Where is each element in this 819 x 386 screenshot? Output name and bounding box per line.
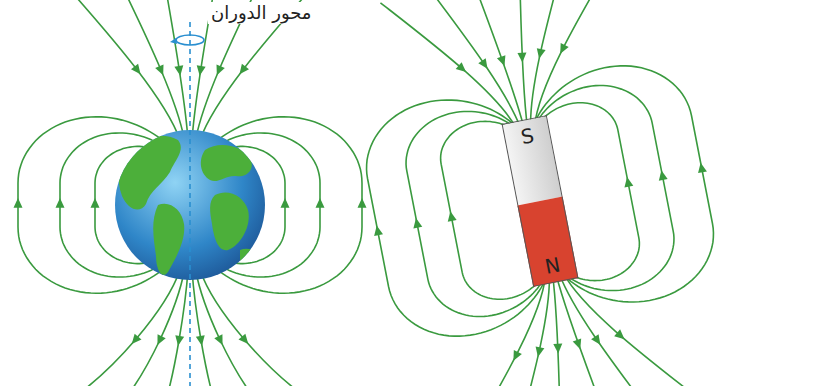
field-arrowhead <box>558 42 569 54</box>
field-line <box>166 270 188 386</box>
rotation-axis <box>189 22 191 386</box>
field-arrowhead <box>239 334 249 344</box>
field-arrowhead <box>155 64 163 75</box>
magnet-field-lines <box>331 0 750 386</box>
field-arrowhead <box>132 334 142 344</box>
continent <box>210 192 249 250</box>
field-arrowhead <box>657 169 668 180</box>
field-arrowhead <box>239 64 249 75</box>
field-line <box>166 0 188 140</box>
field-line <box>432 0 521 140</box>
field-line <box>196 270 257 386</box>
field-line <box>559 262 648 386</box>
continent <box>119 136 181 210</box>
field-arrowhead <box>197 65 206 75</box>
field-arrowhead <box>623 176 634 187</box>
field-line <box>474 0 524 132</box>
field-arrowhead <box>517 51 528 63</box>
field-arrowhead <box>372 225 383 236</box>
field-arrowhead <box>174 65 183 75</box>
magnet-north-pole: N <box>517 197 578 287</box>
field-arrowhead <box>316 198 325 208</box>
field-arrowhead <box>217 64 225 75</box>
field-line <box>192 270 214 386</box>
pole-letter: N <box>543 255 562 277</box>
field-arrowhead <box>455 62 466 74</box>
field-arrowhead <box>537 47 547 59</box>
field-line <box>70 270 180 386</box>
field-arrowhead <box>175 335 184 345</box>
field-arrowhead <box>696 162 707 173</box>
continent <box>240 249 258 268</box>
axis-label: محور الدوران <box>208 2 315 24</box>
field-arrowhead <box>157 334 165 345</box>
field-arrowhead <box>358 198 367 208</box>
field-arrowhead <box>590 334 600 346</box>
field-arrowhead <box>536 345 546 357</box>
field-line <box>124 0 185 140</box>
field-arrowhead <box>497 55 508 67</box>
field-line <box>502 0 591 126</box>
field-arrowhead <box>91 198 100 208</box>
field-arrowhead <box>412 217 423 228</box>
earth-continents <box>119 136 259 275</box>
pole-letter: S <box>519 125 535 147</box>
field-arrowhead <box>196 335 205 345</box>
field-arrowhead <box>214 334 222 345</box>
field-line <box>380 0 516 150</box>
field-arrowhead <box>613 329 624 341</box>
field-arrowhead <box>478 58 488 70</box>
rotation-arrow <box>176 35 204 45</box>
field-arrowhead <box>56 198 65 208</box>
field-arrowhead <box>131 64 141 75</box>
field-line <box>506 0 642 126</box>
field-line <box>438 276 574 386</box>
field-arrowhead <box>14 198 23 208</box>
field-arrowhead <box>281 198 290 208</box>
field-arrowhead <box>446 210 457 221</box>
continent <box>201 145 252 181</box>
earth-field-lines <box>14 0 367 386</box>
magnet-south-pole: S <box>502 115 563 205</box>
rotation-arrowhead <box>170 38 177 44</box>
field-line <box>200 270 310 386</box>
field-line <box>499 0 549 127</box>
field-line <box>70 0 180 140</box>
field-line <box>490 276 579 386</box>
field-line <box>556 270 606 386</box>
field-line <box>563 252 699 386</box>
field-arrowhead <box>511 349 522 361</box>
field-arrowhead <box>572 338 583 350</box>
field-arrowhead <box>553 342 564 354</box>
field-line <box>124 270 185 386</box>
continent <box>153 204 184 275</box>
